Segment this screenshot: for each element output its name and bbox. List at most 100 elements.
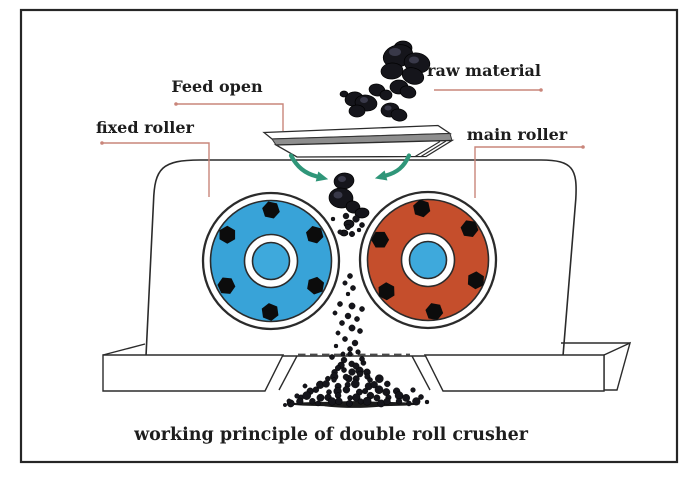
particle [342,386,351,394]
particle [347,346,353,352]
leader-fixed-roller [102,142,210,197]
hopper-funnel [273,139,455,158]
label-fixed-roller: fixed roller [96,118,195,137]
particle [342,212,350,220]
leader-feed-open [176,103,284,131]
particle [373,394,381,402]
particle [350,285,356,291]
particle [327,397,337,406]
particle [342,373,350,381]
particle [302,391,312,400]
crushed-material-pile [283,351,430,408]
rock [379,89,393,101]
particle [347,395,353,401]
particle [352,215,360,223]
label-feed-open: Feed open [171,77,263,96]
raw-material-rocks [339,40,431,122]
particle [335,397,343,405]
particle [340,351,346,357]
particle [337,229,343,235]
hopper-fold-line [414,141,441,158]
particle [345,291,351,297]
particle [352,393,361,402]
rock [354,207,370,219]
particle [402,393,410,402]
particle [418,394,424,400]
particle [356,227,362,233]
particle [341,367,347,373]
base-right-block [423,354,605,392]
particle [359,356,365,362]
particle [359,222,365,228]
feed-flow-arrow-left-head [315,171,329,182]
particle [424,399,430,405]
particle [370,381,378,389]
particle [329,354,335,360]
particle [357,398,364,405]
label-raw-material: raw material [427,61,541,80]
particle [357,328,363,334]
particle [345,223,352,230]
rock-highlight [384,105,392,111]
particle [286,398,292,404]
particle [342,336,348,342]
main-roller-hub [408,240,448,280]
particle [316,393,325,402]
particle [348,302,356,310]
crushed-particles-stream [330,212,365,357]
base-top-left-edge [102,343,146,356]
rock-highlight [333,191,343,199]
particle [312,386,320,393]
leader-dot [539,88,543,92]
discharge-right-wall-line [411,355,431,391]
base-left-block [102,354,285,392]
particle [362,396,372,406]
particle [335,330,341,336]
particle [412,397,421,406]
rock-highlight [409,56,419,64]
particle [410,387,416,393]
particle [406,400,412,407]
falling-material-rocks [328,172,370,237]
particle [347,273,353,279]
particle [374,385,384,395]
particle [348,368,356,376]
particle [333,343,339,349]
particle [384,380,391,388]
particle [315,400,321,407]
particle [367,377,373,383]
particle [331,377,337,383]
leader-lines [100,88,585,198]
particle [283,403,288,408]
rock [390,108,408,122]
particle [359,306,365,312]
rock [399,85,417,99]
particle [347,351,353,357]
label-main-roller: main roller [467,125,568,144]
particle [350,379,360,389]
hopper-fold-line-2 [420,140,447,157]
particle [330,216,336,222]
particle [344,312,352,320]
particle [342,280,348,286]
particle [337,301,343,307]
fixed-roller-hub [251,241,291,281]
rock [401,67,425,85]
rock-highlight [389,48,401,56]
particle [296,397,304,406]
particle [340,356,348,364]
particle [322,380,330,388]
particle [302,383,308,389]
leader-dot [581,145,585,149]
feed-flow-arrow-right-head [374,170,388,181]
particle [332,310,338,316]
rock [380,62,404,80]
leader-main-roller [474,146,583,198]
particle [309,398,316,405]
particle [349,230,356,237]
particle [362,388,369,395]
particle [352,362,360,370]
feed-flow-arrows [288,153,412,182]
particle [326,389,332,395]
particle [356,370,364,378]
